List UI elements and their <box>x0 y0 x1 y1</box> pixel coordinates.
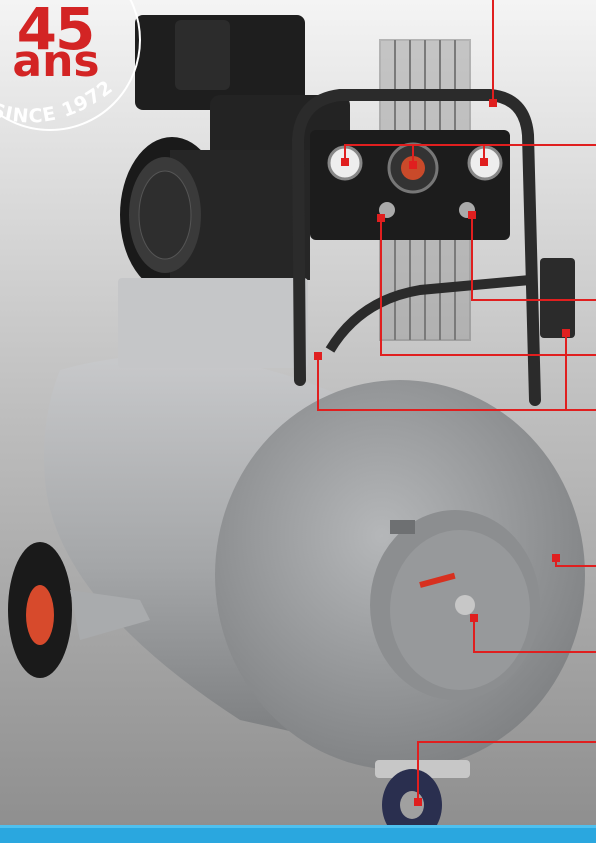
bottom-accent-bar <box>0 825 596 843</box>
control-panel <box>310 130 510 240</box>
transport-wheel <box>8 542 150 678</box>
callout-gauges <box>344 144 596 162</box>
callout-markers <box>314 99 570 806</box>
badge-text: 45 ans <box>0 0 140 130</box>
badge-number: 45 <box>16 0 96 63</box>
belt-guard <box>118 278 308 368</box>
frame-handle <box>291 89 541 406</box>
callout-caster <box>417 741 596 802</box>
electric-motor <box>120 137 310 293</box>
air-tank <box>44 355 585 770</box>
callout-drain <box>473 618 596 653</box>
callout-tap-left <box>380 218 596 356</box>
callouts <box>317 0 596 802</box>
drain-valve <box>419 572 475 615</box>
caster-wheel <box>375 760 470 841</box>
callout-outlet <box>471 215 596 301</box>
badge-unit: ans <box>12 36 100 87</box>
